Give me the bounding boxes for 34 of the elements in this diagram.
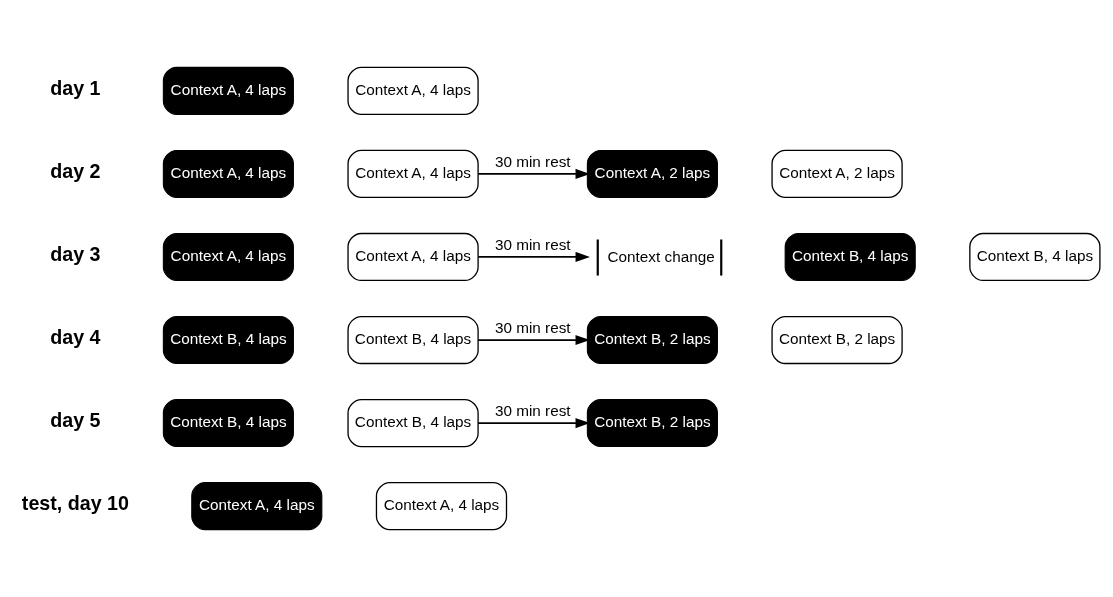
- node-box: Context A, 4 laps: [162, 149, 294, 198]
- node-box: Context B, 4 laps: [347, 315, 479, 365]
- node-box: Context A, 2 laps: [771, 149, 903, 199]
- node-box: Context A, 4 laps: [347, 149, 479, 199]
- arrow: [477, 418, 590, 429]
- node-box: Context B, 2 laps: [586, 316, 718, 365]
- node-box: Context B, 4 laps: [347, 398, 479, 448]
- node-box: Context A, 2 laps: [586, 149, 718, 198]
- node-box: Context B, 4 laps: [784, 232, 916, 281]
- node-box: Context A, 4 laps: [191, 482, 323, 531]
- label: test, day 10: [21, 491, 129, 514]
- node-box: Context A, 4 laps: [347, 66, 479, 115]
- node-box: Context A, 4 laps: [375, 482, 508, 531]
- node-box: Context A, 4 laps: [347, 232, 479, 282]
- edge-label: 30 min rest: [494, 401, 571, 419]
- edge-label: 30 min rest: [494, 152, 571, 170]
- arrow: [477, 251, 590, 263]
- node-text: Context change: [607, 247, 715, 265]
- arrow: [477, 334, 590, 346]
- node-box: Context A, 4 laps: [162, 66, 294, 115]
- node-box: Context B, 4 laps: [162, 399, 294, 448]
- label: day 1: [50, 76, 101, 99]
- edge-label: 30 min rest: [494, 235, 571, 253]
- label: day 4: [50, 325, 101, 348]
- node-box: Context B, 4 laps: [969, 232, 1101, 282]
- node-box: Context B, 2 laps: [586, 399, 718, 448]
- label: day 2: [50, 159, 101, 182]
- node-box: Context B, 4 laps: [162, 316, 294, 365]
- label: day 3: [50, 242, 101, 265]
- node-box: Context A, 4 laps: [162, 232, 294, 281]
- node-box: Context B, 2 laps: [771, 315, 903, 365]
- edge-label: 30 min rest: [494, 318, 571, 336]
- arrow: [477, 168, 590, 179]
- label: day 5: [50, 408, 101, 431]
